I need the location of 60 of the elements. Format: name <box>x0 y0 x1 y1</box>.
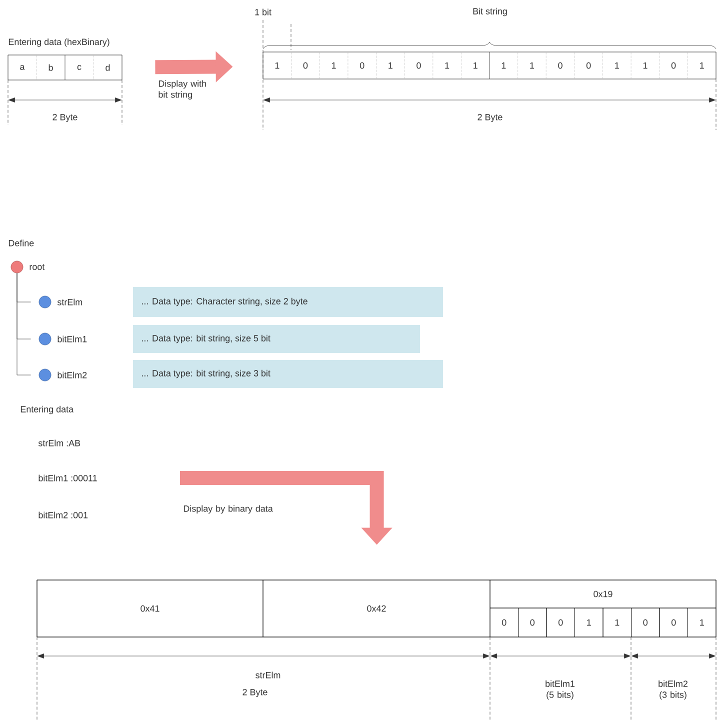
text-label: Entering data <box>20 406 74 414</box>
text-label: bitElm1 (5 bits) <box>546 680 575 700</box>
table-cell: 1 <box>602 608 632 638</box>
table-cell: 0 <box>546 608 575 638</box>
bit-value: 1 <box>388 62 392 69</box>
tree-item: bitElm1 <box>38 332 87 346</box>
table-cell: 0 <box>659 608 688 638</box>
text-label: Define <box>8 240 34 246</box>
text-label: 2 Byte <box>242 688 268 698</box>
text-label: strElm :AB <box>38 440 80 446</box>
bit-value: 1 <box>445 62 450 69</box>
edge-label: Display by binary data <box>184 505 273 514</box>
bit-value: 1 <box>502 62 506 69</box>
box-heading: Entering data (hexBinary) <box>8 38 110 47</box>
bit-value: 1 <box>700 62 704 69</box>
tree-item: root <box>10 260 45 274</box>
table-cell: 0 <box>631 608 660 638</box>
table-cell: 0x19 <box>490 580 716 608</box>
bit-value: 1 <box>643 62 648 69</box>
text-label: 2 Byte <box>478 114 502 122</box>
description-band: ... Data type: bit string, size 5 bit <box>133 325 420 353</box>
bit-value: 0 <box>303 62 308 69</box>
bit-value: 0 <box>671 62 676 69</box>
bit-value: d <box>106 64 110 71</box>
bit-value: 0 <box>586 62 591 69</box>
tree-item: bitElm2 <box>38 368 87 382</box>
tree-item: strElm <box>38 296 82 308</box>
node-label: bitElm1 <box>58 336 87 342</box>
table-cell: 1 <box>574 608 604 638</box>
table-cell: 0 <box>490 608 518 638</box>
bit-value: 1 <box>474 62 478 69</box>
text-label: 2 Byte <box>52 114 78 122</box>
bit-value: 1 <box>530 62 534 69</box>
bit-value: c <box>77 65 82 70</box>
node-label: strElm <box>57 298 82 306</box>
description-band: ... Data type: bit string, size 3 bit <box>133 360 443 388</box>
bit-value: 0 <box>416 62 421 69</box>
table-cell: 1 <box>688 608 716 638</box>
data-box <box>262 52 716 80</box>
bit-value: 1 <box>275 62 280 69</box>
bit-value: 1 <box>332 62 336 69</box>
description-band: ... Data type: Character string, size 2 byte <box>133 287 443 317</box>
table-cell: 0x41 <box>36 580 264 638</box>
bit-value: 0 <box>360 62 364 69</box>
bit-value: 1 <box>615 62 619 69</box>
bit-value: a <box>20 65 25 70</box>
text-label: Bit string <box>473 8 507 16</box>
text-label: bitElm2 (3 bits) <box>658 680 688 700</box>
node-label: bitElm2 <box>58 372 87 378</box>
connector-line <box>16 273 31 376</box>
node-label: root <box>30 264 45 270</box>
table-cell: 0 <box>518 608 547 638</box>
text-label: bitElm1 :00011 <box>38 474 97 482</box>
edge-label: Display with bit string <box>158 80 206 100</box>
text-label: 1 bit <box>255 8 272 16</box>
bit-value: 0 <box>558 62 562 69</box>
text-label: bitElm2 :001 <box>38 512 88 518</box>
bit-value: b <box>48 64 53 71</box>
text-label: strElm <box>256 672 280 678</box>
table-cell: 0x42 <box>262 580 490 638</box>
